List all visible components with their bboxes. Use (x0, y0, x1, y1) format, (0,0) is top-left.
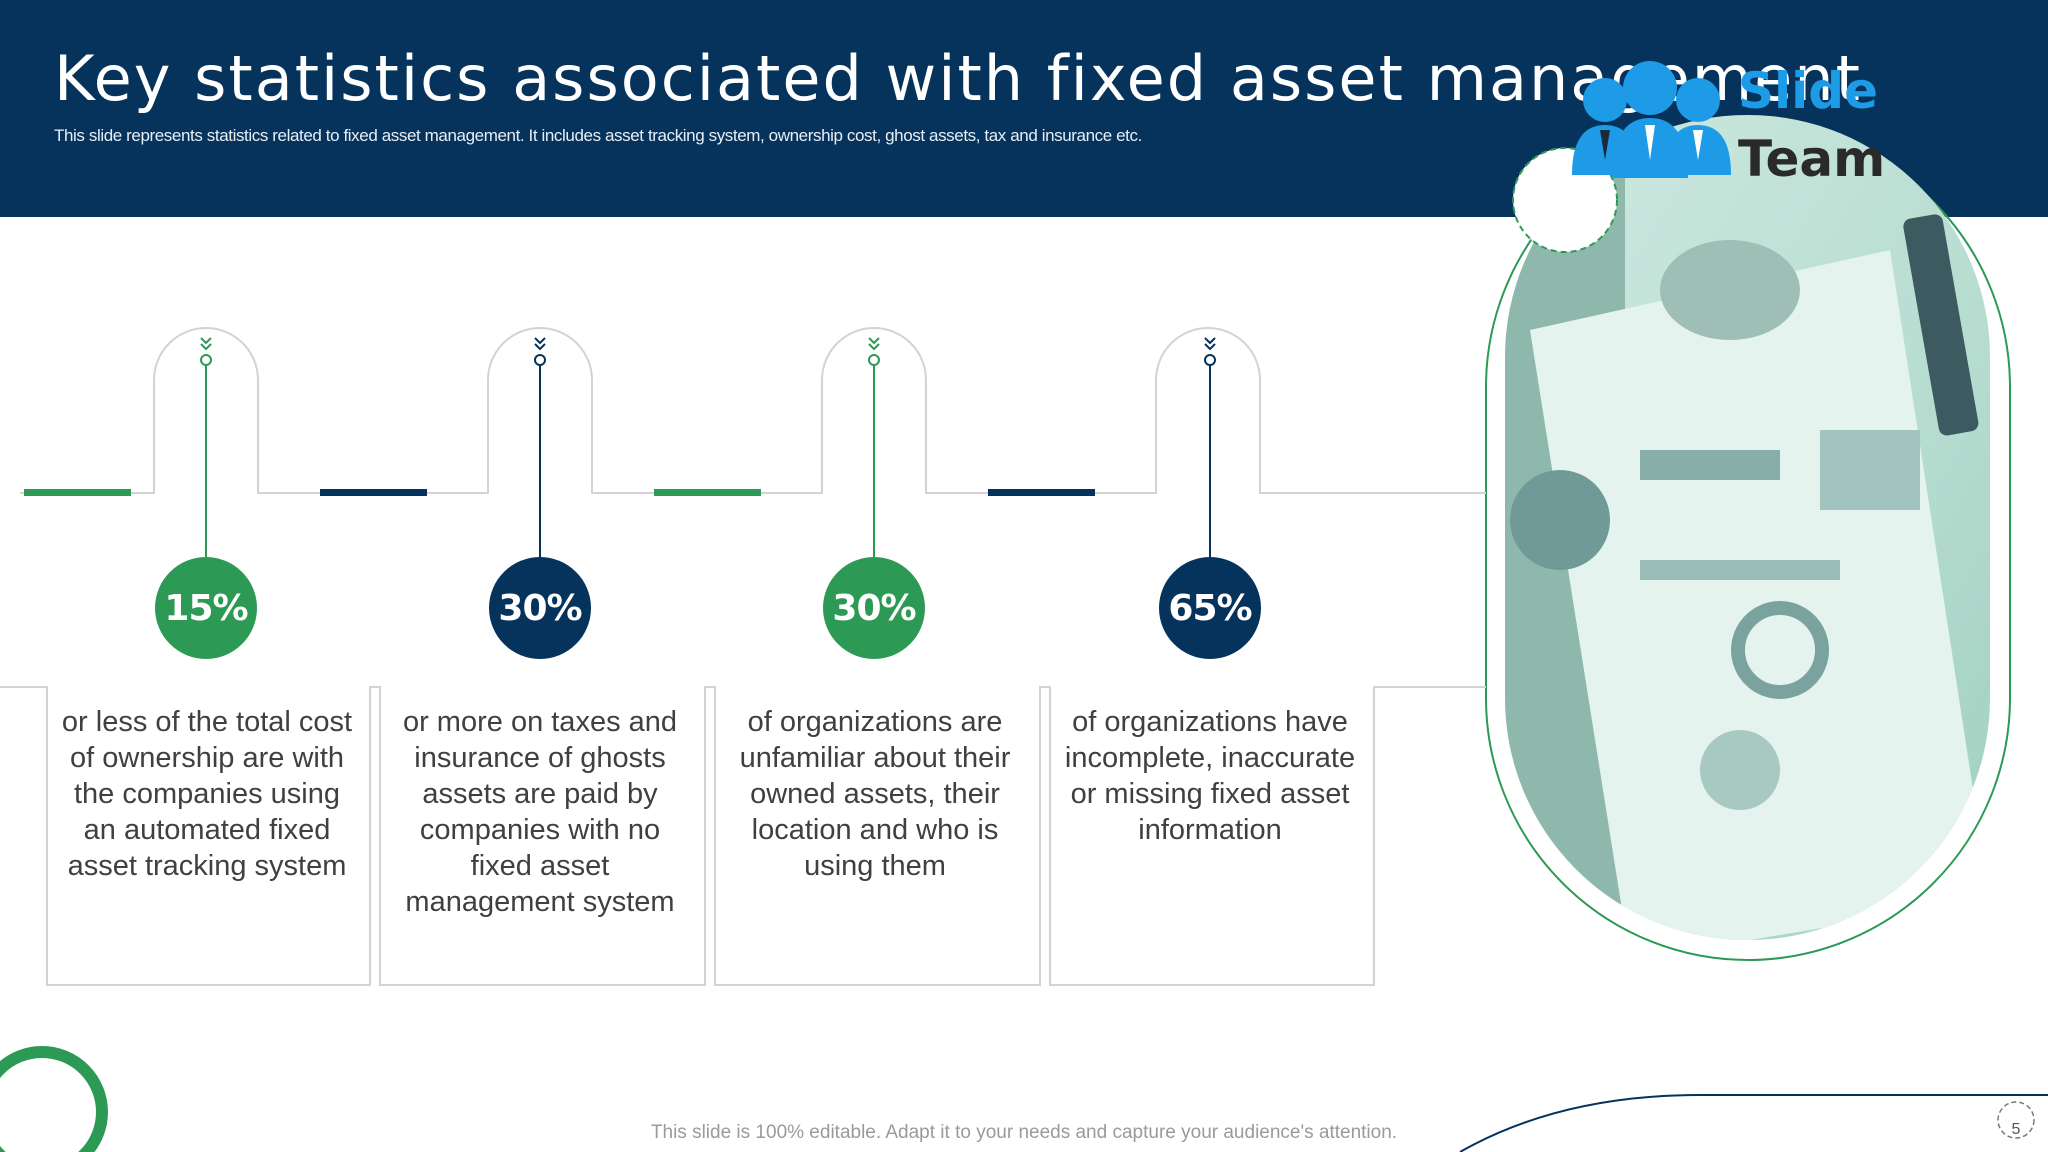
stat-circle-4: 65% (1159, 557, 1261, 659)
pin-1 (200, 337, 212, 557)
dash-4 (988, 489, 1095, 496)
timeline-connector (20, 327, 1486, 494)
pin-3 (868, 337, 880, 557)
bottom-curve (1459, 1094, 2048, 1152)
dash-3 (654, 489, 761, 496)
dash-2 (320, 489, 427, 496)
stat-circle-2: 30% (489, 557, 591, 659)
logo-word-team: Team (1738, 130, 1886, 188)
stat-description-1: or less of the total cost of ownership a… (61, 706, 353, 882)
dash-1 (24, 489, 131, 496)
stat-description-4: of organizations have incomplete, inaccu… (1064, 706, 1356, 846)
stat-description-2: or more on taxes and insurance of ghosts… (402, 706, 678, 918)
page-number: 5 (2011, 1121, 2021, 1138)
gear-icon (1997, 1101, 2035, 1139)
pin-4 (1204, 337, 1216, 557)
logo-people-icon (1572, 61, 1731, 178)
page-subtitle: This slide represents statistics related… (54, 126, 1142, 145)
page-title: Key statistics associated with fixed ass… (54, 42, 1862, 115)
photo-image (1505, 115, 1990, 940)
stat-circle-1: 15% (155, 557, 257, 659)
logo-word-slide: Slide (1738, 62, 1878, 120)
pin-2 (534, 337, 546, 557)
stat-description-3: of organizations are unfamiliar about th… (739, 706, 1011, 882)
stat-circle-3: 30% (823, 557, 925, 659)
boxes-outline (0, 686, 1486, 986)
footer-note: This slide is 100% editable. Adapt it to… (650, 1122, 1398, 1143)
corner-ring (0, 1046, 108, 1152)
